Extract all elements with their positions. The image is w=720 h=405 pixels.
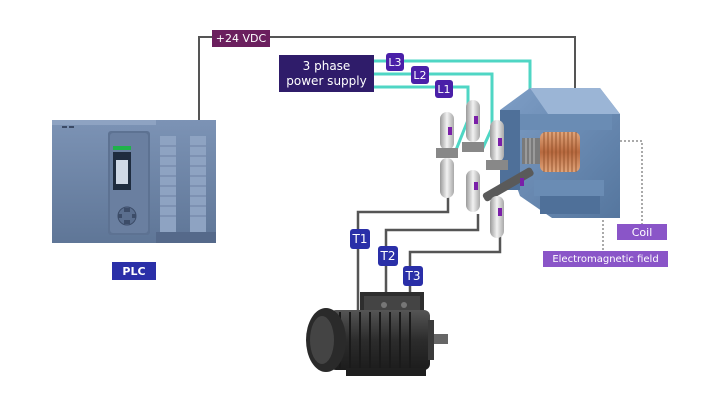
control-wires [198,36,576,124]
vdc-label: +24 VDC [212,30,270,47]
terminal-t2-label: T2 [378,246,398,266]
copper-coil-icon [522,132,580,172]
plc-hardware-icon [52,120,216,243]
contactor-icon [436,100,534,238]
terminal-t3-label: T3 [403,266,423,286]
plc-label: PLC [112,262,156,280]
terminal-t1-label: T1 [350,229,370,249]
coil-label: Coil [617,224,667,240]
power-supply-line1: 3 phase [302,58,351,73]
phase-l3-label: L3 [386,53,404,71]
electric-motor-icon [306,292,448,376]
electromagnetic-field-label: Electromagnetic field [543,251,668,267]
phase-l1-label: L1 [435,80,453,98]
phase-l2-label: L2 [411,66,429,84]
power-supply-label: 3 phase power supply [279,55,374,92]
power-supply-line2: power supply [286,73,367,88]
